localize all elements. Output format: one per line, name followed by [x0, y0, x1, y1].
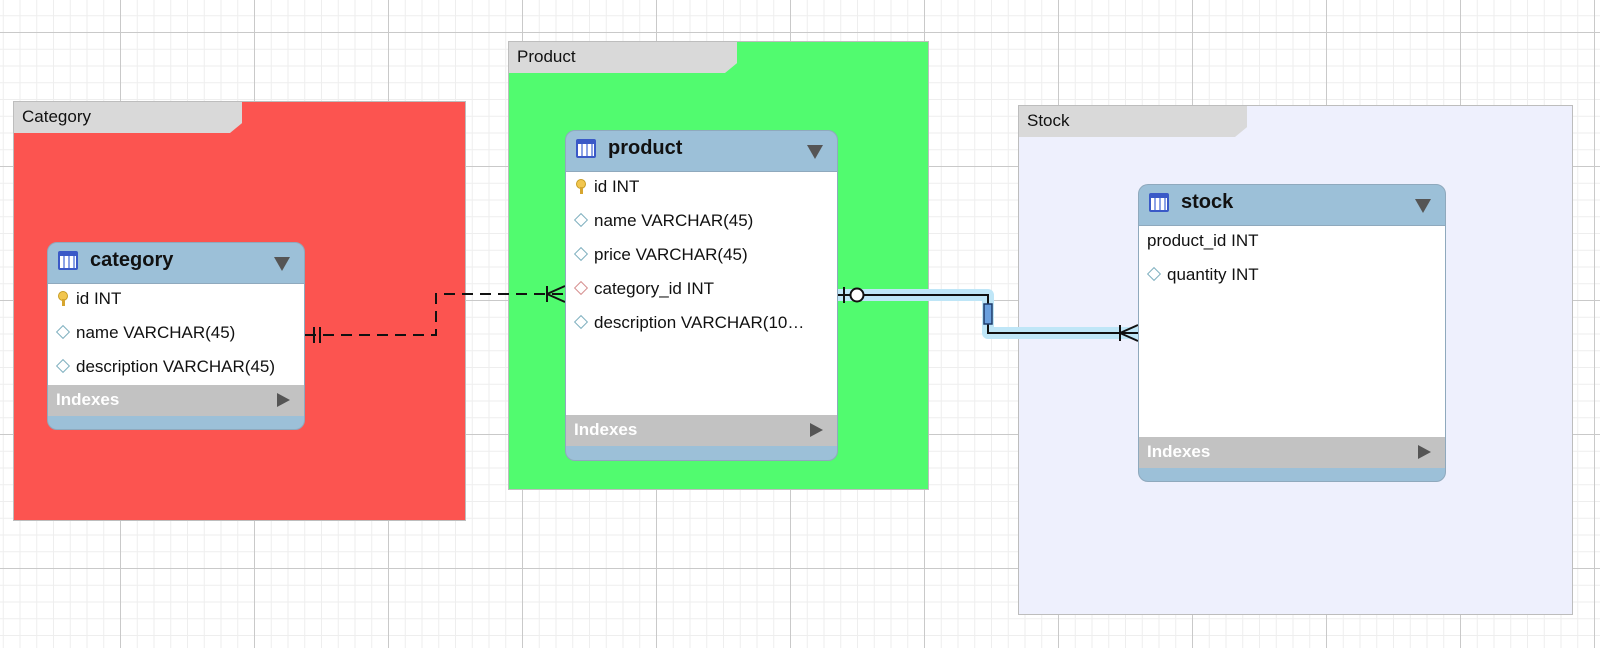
- column-diamond-icon: [574, 315, 588, 329]
- column-diamond-icon: [574, 247, 588, 261]
- column-label: name VARCHAR(45): [594, 211, 754, 230]
- foreign-key-diamond-icon: [574, 281, 588, 295]
- expand-arrow-icon[interactable]: [810, 423, 823, 437]
- table-category-name: category: [90, 249, 174, 271]
- indexes-section[interactable]: Indexes: [48, 385, 304, 416]
- relationship-category-product[interactable]: [305, 285, 566, 343]
- collapse-caret-icon[interactable]: [807, 145, 823, 159]
- expand-arrow-icon[interactable]: [277, 393, 290, 407]
- column-row[interactable]: category_id INT: [574, 279, 714, 299]
- column-label: price VARCHAR(45): [594, 245, 748, 264]
- table-icon: [1149, 193, 1169, 212]
- table-stock-name: stock: [1181, 191, 1234, 213]
- column-label: category_id INT: [594, 279, 714, 298]
- column-label: name VARCHAR(45): [76, 323, 236, 342]
- table-category-columns: id INT name VARCHAR(45) description VARC…: [48, 283, 304, 386]
- layer-category-title: Category: [14, 102, 242, 133]
- primary-key-icon: [56, 291, 70, 306]
- table-stock-columns: product_id INT quantity INT: [1139, 225, 1445, 438]
- table-category[interactable]: category id INT name VARCHAR(45) descrip…: [47, 242, 305, 430]
- column-label: quantity INT: [1167, 265, 1259, 284]
- column-label: product_id INT: [1147, 231, 1259, 250]
- table-icon: [576, 139, 596, 158]
- collapse-caret-icon[interactable]: [1415, 199, 1431, 213]
- table-product-header[interactable]: product: [566, 131, 837, 171]
- column-diamond-icon: [1147, 267, 1161, 281]
- collapse-caret-icon[interactable]: [274, 257, 290, 271]
- indexes-section[interactable]: Indexes: [566, 415, 837, 446]
- column-row[interactable]: product_id INT: [1147, 231, 1259, 251]
- table-stock[interactable]: stock product_id INT quantity INT Indexe…: [1138, 184, 1446, 482]
- column-label: id INT: [76, 289, 122, 308]
- column-diamond-icon: [56, 359, 70, 373]
- column-diamond-icon: [56, 325, 70, 339]
- table-stock-header[interactable]: stock: [1139, 185, 1445, 225]
- column-label: description VARCHAR(10…: [594, 313, 805, 332]
- column-row[interactable]: id INT: [56, 289, 121, 309]
- indexes-section[interactable]: Indexes: [1139, 437, 1445, 468]
- indexes-label: Indexes: [1147, 442, 1211, 461]
- relationship-handle: [983, 303, 993, 325]
- column-row[interactable]: quantity INT: [1147, 265, 1259, 285]
- column-row[interactable]: name VARCHAR(45): [574, 211, 753, 231]
- column-row[interactable]: name VARCHAR(45): [56, 323, 235, 343]
- column-row[interactable]: id INT: [574, 177, 639, 197]
- table-category-header[interactable]: category: [48, 243, 304, 283]
- indexes-label: Indexes: [574, 420, 638, 439]
- column-label: id INT: [594, 177, 640, 196]
- column-diamond-icon: [574, 213, 588, 227]
- layer-product-title: Product: [509, 42, 737, 73]
- layer-stock-title: Stock: [1019, 106, 1247, 137]
- column-row[interactable]: description VARCHAR(45): [56, 357, 275, 377]
- table-icon: [58, 251, 78, 270]
- indexes-label: Indexes: [56, 390, 120, 409]
- table-product-name: product: [608, 137, 683, 159]
- primary-key-icon: [574, 179, 588, 194]
- table-product-columns: id INT name VARCHAR(45) price VARCHAR(45…: [566, 171, 837, 416]
- column-row[interactable]: price VARCHAR(45): [574, 245, 748, 265]
- relationship-product-stock[interactable]: [838, 287, 1139, 342]
- table-product[interactable]: product id INT name VARCHAR(45) price VA…: [565, 130, 838, 461]
- column-row[interactable]: description VARCHAR(10…: [574, 313, 804, 333]
- column-label: description VARCHAR(45): [76, 357, 276, 376]
- expand-arrow-icon[interactable]: [1418, 445, 1431, 459]
